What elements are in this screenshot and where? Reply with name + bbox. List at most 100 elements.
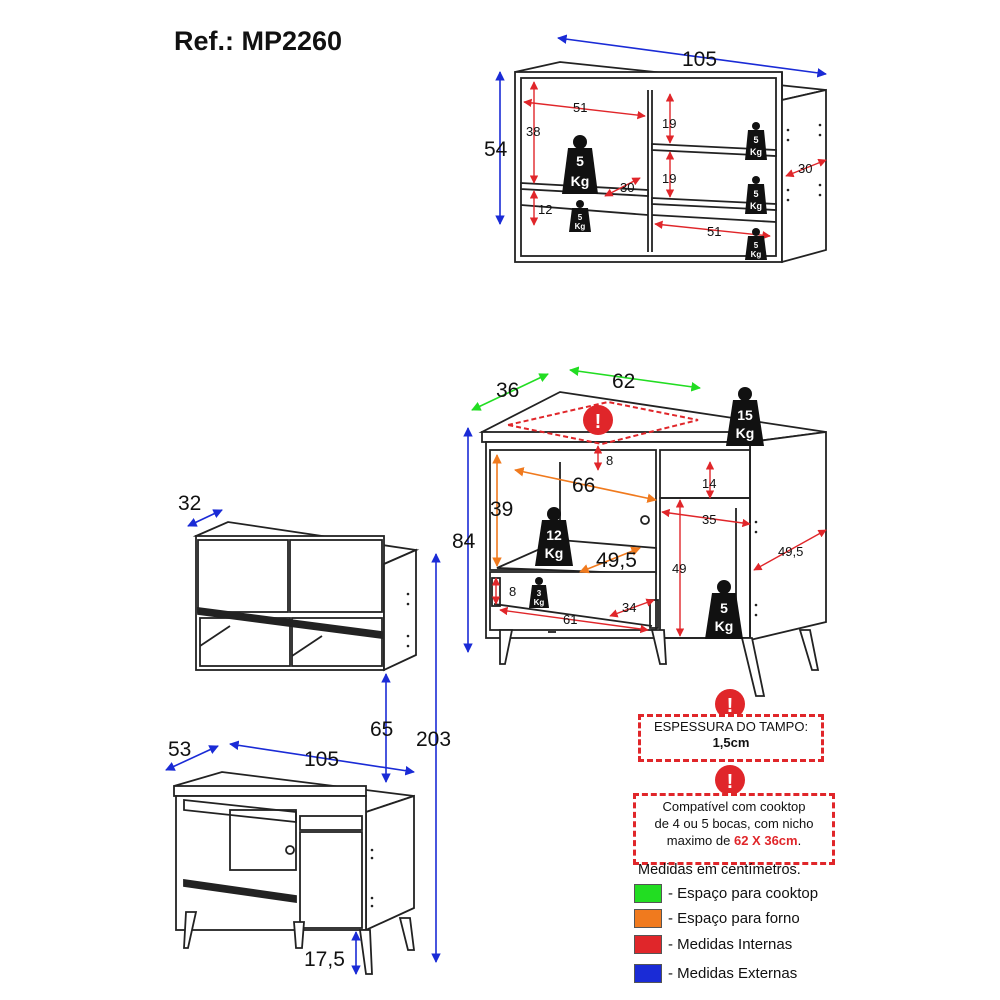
base-cabinet [478, 391, 827, 697]
svg-text:Kg: Kg [751, 250, 762, 259]
svg-text:5: 5 [720, 600, 728, 616]
svg-text:Kg: Kg [736, 425, 755, 441]
oven-width-label: 66 [572, 474, 595, 497]
cooktop-line-1: Compatível com cooktop [662, 799, 806, 814]
right-h2-label: 19 [662, 171, 676, 186]
weight-icon-12kg: 12 Kg [535, 507, 573, 566]
depth-top-label: 36 [496, 379, 519, 402]
drawer-depth-line [609, 598, 655, 618]
thickness-label: ESPESSURA DO TAMPO: [653, 719, 809, 734]
right-top-label: 14 [702, 476, 716, 491]
gap-label: 65 [370, 718, 393, 741]
svg-text:5: 5 [753, 189, 758, 199]
reference-title: Ref.: MP2260 [174, 26, 343, 56]
legend-swatch-external [634, 963, 662, 983]
right-width-label: 35 [702, 512, 716, 527]
svg-text:Kg: Kg [575, 222, 586, 231]
cooktop-line-3: maximo de 62 X 36cm. [636, 832, 832, 849]
drawer-height-label: 8 [509, 584, 516, 599]
top-depth-label: 30 [798, 161, 812, 176]
base-depth-line [165, 745, 219, 771]
weight-icon-5kg-low-right: 5 Kg [745, 228, 767, 260]
top-gap-label: 8 [606, 453, 613, 468]
legend-title: Medidas em centímetros. [638, 862, 801, 878]
legend-swatch-internal [634, 934, 662, 954]
svg-text:5: 5 [576, 153, 584, 169]
legend-swatch-cooktop [634, 883, 662, 903]
upper-depth-line [187, 509, 223, 527]
drawer-width-label: 61 [563, 612, 577, 627]
legend-item-cooktop: - Espaço para cooktop [634, 883, 818, 903]
top-width-line [557, 34, 827, 78]
base-width-line [229, 740, 415, 776]
right-height-label: 49 [672, 561, 686, 576]
total-height-label: 203 [416, 728, 451, 751]
legend-item-internal: - Medidas Internas [634, 934, 792, 954]
svg-text:Kg: Kg [571, 173, 590, 189]
lower-cabinet-assembly [173, 771, 416, 975]
cooktop-line-2: de 4 ou 5 bocas, com nicho [654, 816, 814, 831]
cooktop-width-label: 62 [612, 370, 635, 393]
svg-text:!: ! [595, 411, 602, 433]
upper-cabinet-assembly-holes [406, 592, 410, 648]
top-cabinet-holes [786, 123, 822, 202]
oven-depth-line [579, 546, 641, 574]
left-height-label: 38 [526, 124, 540, 139]
legend-label-cooktop: - Espaço para cooktop [668, 884, 819, 902]
low-height-label: 12 [538, 202, 552, 217]
top-height-label: 54 [484, 138, 508, 161]
weight-icon-5kg-low-left: 5 Kg [569, 200, 591, 232]
right-bottom-width-label: 51 [707, 224, 721, 239]
base-height-label: 84 [452, 530, 476, 553]
weight-icon-5kg-right-mid: 5 Kg [745, 176, 767, 214]
legend-label-external: - Medidas Externas [668, 964, 798, 982]
svg-text:5: 5 [578, 213, 583, 222]
oven-height-label: 39 [490, 498, 513, 521]
left-width-line [523, 98, 646, 120]
right-h1-label: 19 [662, 116, 676, 131]
legend-item-external: - Medidas Externas [634, 963, 797, 983]
left-depth-line [604, 177, 641, 197]
oven-width-line [514, 467, 657, 503]
drawer-depth-label: 34 [622, 600, 636, 615]
svg-text:!: ! [727, 695, 734, 717]
warning-icon-cooktop: ! [583, 405, 613, 435]
svg-text:12: 12 [546, 527, 562, 543]
upper-cabinet-assembly [192, 521, 420, 672]
thickness-value: 1,5cm [712, 735, 750, 750]
svg-text:5: 5 [754, 241, 759, 250]
top-depth-line [785, 158, 827, 178]
lower-cabinet-assembly-holes [370, 848, 374, 908]
svg-text:3: 3 [537, 589, 542, 598]
svg-text:Kg: Kg [534, 598, 545, 607]
legend-swatch-oven [634, 908, 662, 928]
svg-text:!: ! [727, 771, 734, 793]
weight-icon-5kg-right-top: 5 Kg [745, 122, 767, 160]
svg-text:5: 5 [753, 135, 758, 145]
svg-text:Kg: Kg [545, 545, 564, 561]
cooktop-note: Compatível com cooktop de 4 ou 5 bocas, … [633, 793, 835, 865]
base-depth-label: 53 [168, 738, 191, 761]
oven-depth-label: 49,5 [596, 549, 637, 572]
svg-text:15: 15 [737, 407, 753, 423]
upper-depth-label: 32 [178, 492, 201, 515]
weight-icon-3kg: 3 Kg [529, 577, 549, 608]
drawer-width-line [499, 606, 649, 634]
top-width-label: 105 [682, 48, 717, 71]
cooktop-width-line [569, 366, 701, 392]
legend-item-oven: - Espaço para forno [634, 908, 800, 928]
svg-text:Kg: Kg [750, 201, 762, 211]
leg-height-label: 17,5 [304, 948, 345, 971]
weight-icon-5kg-base: 5 Kg [705, 580, 743, 639]
legend-label-internal: - Medidas Internas [668, 935, 793, 953]
cooktop-line-3-prefix: maximo de [666, 833, 734, 848]
weight-icon-15kg: 15 Kg [726, 387, 764, 446]
left-depth-label: 30 [620, 180, 634, 195]
right-depth-line [753, 529, 827, 571]
cooktop-area [507, 400, 699, 446]
warning-icon-thickness: ! [715, 689, 745, 719]
svg-text:Kg: Kg [750, 147, 762, 157]
left-width-label: 51 [573, 100, 587, 115]
right-bottom-width-line [654, 220, 771, 240]
